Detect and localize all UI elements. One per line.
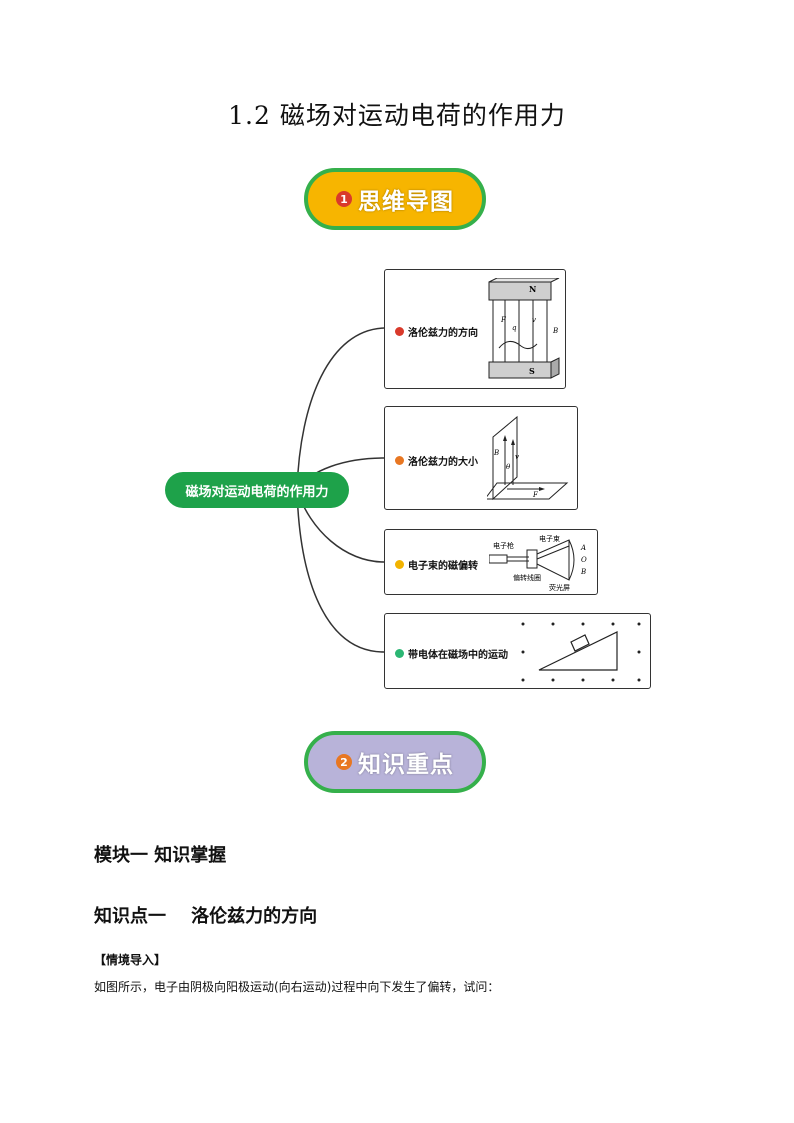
branch-label-row: 洛伦兹力的方向 bbox=[395, 324, 478, 339]
label-beam: 电子束 bbox=[539, 534, 560, 543]
crt-diagram: 电子枪 电子束 A O B 偏转线圈 荧光屏 bbox=[489, 534, 587, 592]
label-gun: 电子枪 bbox=[493, 541, 514, 550]
label-b: B bbox=[552, 327, 558, 335]
label-b: B bbox=[580, 568, 586, 576]
label-s: S bbox=[529, 366, 535, 376]
branch-label: 洛伦兹力的大小 bbox=[408, 457, 478, 468]
branch-label: 带电体在磁场中的运动 bbox=[408, 650, 508, 661]
branch-label: 洛伦兹力的方向 bbox=[408, 328, 478, 339]
field-dots bbox=[521, 622, 641, 682]
number-dot-icon bbox=[395, 327, 404, 336]
magnet-diagram: N S F q v B bbox=[488, 278, 560, 379]
label-b: B bbox=[493, 449, 499, 457]
plane-diagram: B v θ F bbox=[487, 415, 569, 501]
intro-text: 如图所示，电子由阴极向阳极运动(向右运动)过程中向下发生了偏转，试问： bbox=[94, 980, 500, 994]
section-number-badge: 2 bbox=[336, 754, 352, 770]
label-f: F bbox=[532, 491, 539, 499]
label-a: A bbox=[580, 544, 586, 552]
mindmap-branch-3: 电子束的磁偏转 电子枪 电子束 A O B 偏转线圈 荧光屏 bbox=[384, 529, 598, 595]
number-dot-icon bbox=[395, 560, 404, 569]
label-o: O bbox=[581, 556, 587, 564]
number-dot-icon bbox=[395, 456, 404, 465]
intro-label: 【情境导入】 bbox=[94, 953, 167, 967]
module-heading: 模块一 知识掌握 bbox=[94, 845, 227, 866]
section-banner-key-points: 2 知识重点 bbox=[304, 731, 486, 793]
connector-1 bbox=[296, 327, 385, 491]
label-q: q bbox=[512, 324, 517, 332]
label-v: v bbox=[515, 453, 519, 461]
section-number-badge: 1 bbox=[336, 191, 352, 207]
mindmap-root-node: 磁场对运动电荷的作用力 bbox=[165, 472, 349, 508]
label-n: N bbox=[529, 284, 536, 294]
knowledge-point-heading: 知识点一 洛伦兹力的方向 bbox=[94, 906, 318, 927]
label-v: v bbox=[532, 316, 536, 324]
mindmap-branch-1: 洛伦兹力的方向 N S F q v B bbox=[384, 269, 566, 389]
section-title: 思维导图 bbox=[358, 189, 454, 215]
incline-diagram bbox=[521, 622, 641, 682]
branch-label-row: 带电体在磁场中的运动 bbox=[395, 646, 508, 661]
section-title: 知识重点 bbox=[358, 752, 454, 778]
branch-label: 电子束的磁偏转 bbox=[408, 561, 478, 572]
number-dot-icon bbox=[395, 649, 404, 658]
label-theta: θ bbox=[506, 463, 511, 471]
branch-label-row: 电子束的磁偏转 bbox=[395, 557, 478, 572]
mindmap-branch-2: 洛伦兹力的大小 B v θ F bbox=[384, 406, 578, 510]
label-screen: 荧光屏 bbox=[549, 583, 570, 592]
branch-label-row: 洛伦兹力的大小 bbox=[395, 453, 478, 468]
mindmap-branch-4: 带电体在磁场中的运动 bbox=[384, 613, 651, 689]
page-title: 1.2 磁场对运动电荷的作用力 bbox=[228, 101, 566, 130]
section-banner-mindmap: 1 思维导图 bbox=[304, 168, 486, 230]
label-coil: 偏转线圈 bbox=[513, 573, 541, 582]
label-f: F bbox=[500, 316, 507, 324]
connector-4 bbox=[296, 489, 385, 653]
